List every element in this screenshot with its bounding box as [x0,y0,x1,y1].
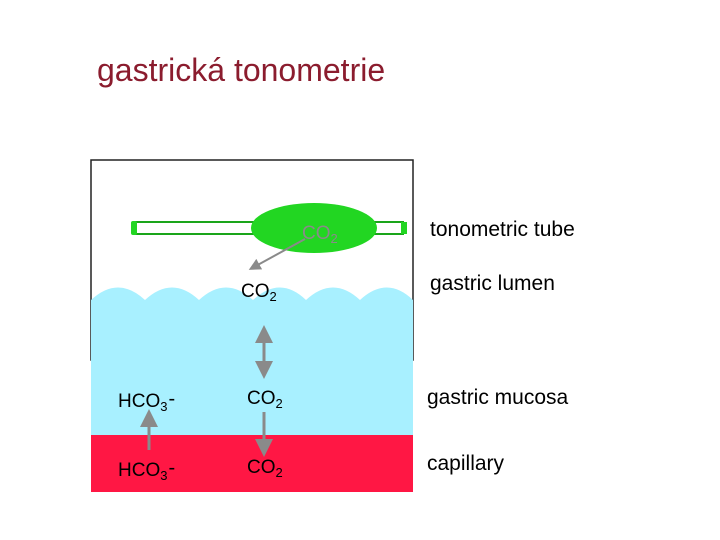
tonometer-balloon [251,203,377,253]
label-gastric-mucosa: gastric mucosa [427,386,569,409]
co2-mucosa-label: CO2 [247,388,283,411]
hco3-capillary-label: HCO3- [118,457,176,483]
hco3-mucosa-label: HCO3- [118,388,176,414]
capillary-region [91,435,413,492]
label-capillary: capillary [427,452,505,475]
co2-balloon-label: CO2 [302,223,338,246]
gastric-mucosa-region [91,287,413,360]
label-tonometric-tube: tonometric tube [430,218,575,241]
co2-capillary-label: CO2 [247,457,283,480]
diffusion-arrow-balloon [248,238,306,270]
label-gastric-lumen: gastric lumen [430,272,555,295]
page-title: gastrická tonometrie [97,52,386,88]
co2-lumen-label: CO2 [241,281,277,304]
